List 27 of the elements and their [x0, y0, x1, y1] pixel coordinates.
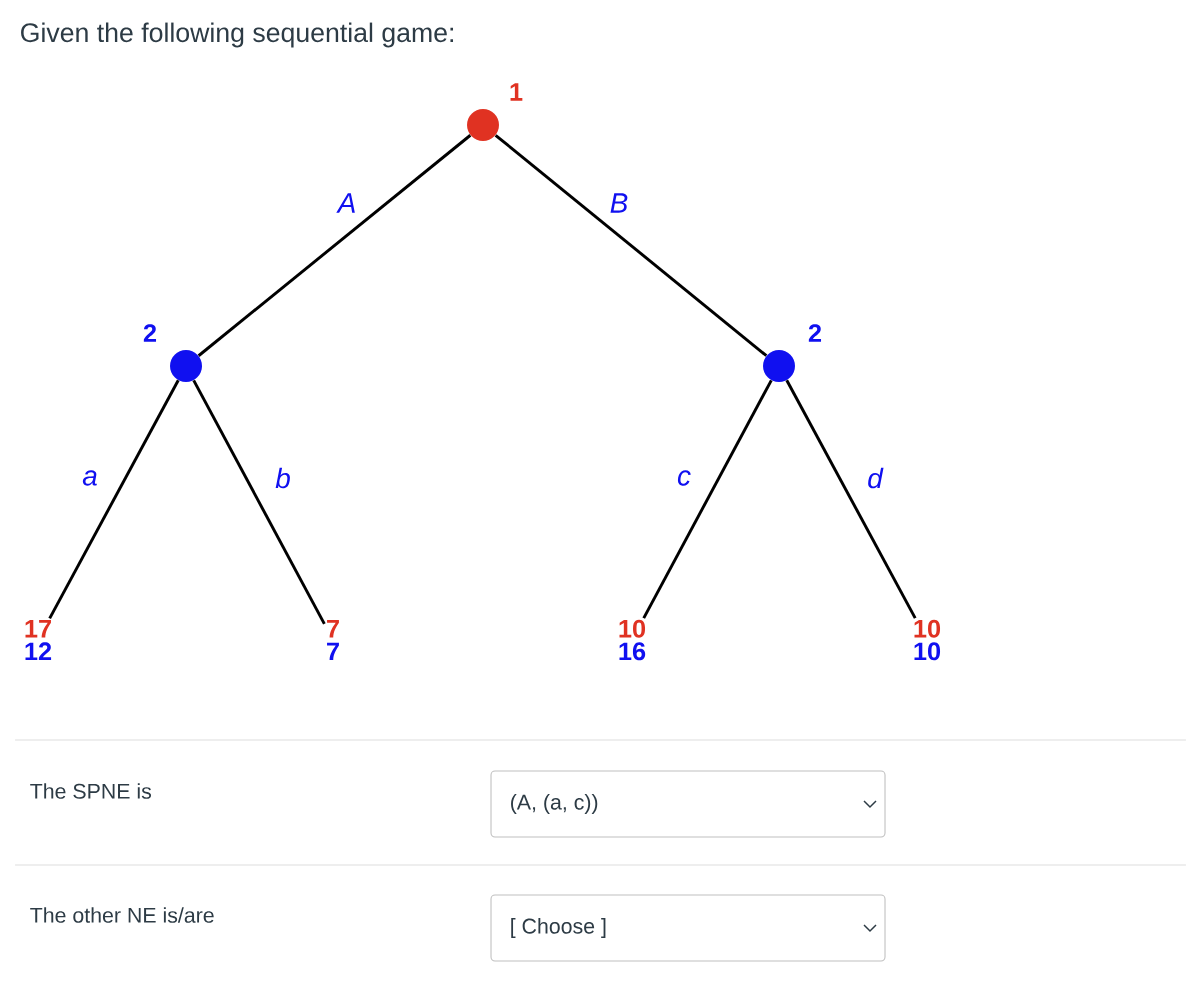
tree-branch — [197, 134, 472, 357]
player-label: 2 — [808, 324, 822, 342]
title: Given the following sequential game: — [21, 22, 453, 48]
payoff-label: 10 10 — [914, 619, 941, 661]
edge-label: a — [82, 470, 97, 486]
dropdown-field: (A, (a, c)) — [490, 770, 886, 838]
edge-label: d — [868, 467, 884, 489]
decision-node — [170, 350, 202, 382]
dropdown-field: [ Choose ] — [490, 894, 886, 962]
tree-branch — [785, 379, 917, 619]
player-label: 2 — [143, 324, 157, 342]
edge-label: b — [275, 467, 290, 489]
payoff-label: 17 12 — [25, 619, 52, 661]
edge-label: A — [336, 193, 355, 213]
decision-node — [467, 109, 499, 141]
tree-branch — [48, 379, 180, 620]
payoff-label: 10 16 — [619, 619, 646, 661]
player-label: 1 — [510, 83, 523, 101]
question-text: The SPNE is — [30, 783, 152, 799]
tree-branch — [494, 134, 768, 357]
payoff-label: 7 7 — [327, 619, 339, 661]
question-text: The other NE is/are — [30, 907, 214, 923]
edge-label: c — [677, 470, 691, 486]
decision-node — [763, 350, 795, 382]
tree-branch — [192, 379, 326, 625]
tree-branch — [642, 379, 773, 619]
edge-label: B — [610, 193, 628, 213]
